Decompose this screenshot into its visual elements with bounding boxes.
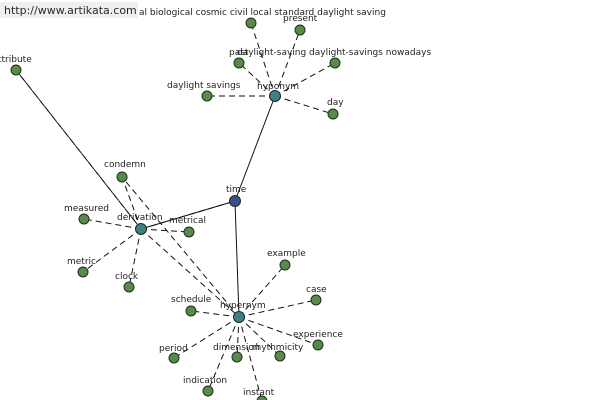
center-time-label: time	[226, 185, 247, 195]
edges-layer	[15, 22, 336, 400]
leaf-metrical-label: metrical	[169, 216, 206, 226]
hub-hyponym-label: hyponym	[257, 82, 299, 92]
hub-hyponym-node[interactable]	[269, 90, 281, 102]
url-background	[0, 2, 138, 18]
leaf-period-label: period	[159, 344, 188, 354]
edge-hypernym-dimension	[236, 316, 240, 358]
edge-hypernym-condemn	[121, 176, 240, 318]
edge-hypernym-indication	[207, 316, 240, 392]
edge-hypernym-case	[238, 299, 317, 318]
leaf-clock-label: clock	[115, 272, 139, 282]
leaf-dimension-label: dimension	[213, 343, 260, 353]
leaf-present-label: present	[283, 14, 318, 24]
center-time-node[interactable]	[229, 195, 241, 207]
leaf-attribute-label: ttribute	[0, 55, 32, 65]
edge-hyponym-biological	[250, 22, 276, 97]
edge-hyponym-past	[238, 62, 276, 97]
leaf-metric-label: metric	[67, 257, 96, 267]
leaf-experience-node[interactable]	[312, 339, 324, 351]
leaf-measured-node[interactable]	[78, 213, 90, 225]
leaf-period-node[interactable]	[168, 352, 180, 364]
hub-hypernym-node[interactable]	[233, 311, 245, 323]
leaf-past-node[interactable]	[233, 57, 245, 69]
edge-hypernym-instant	[238, 316, 263, 400]
leaf-day-label: day	[327, 98, 344, 108]
leaf-case-label: case	[306, 285, 327, 295]
leaf-example-node[interactable]	[279, 259, 291, 271]
leaf-example-label: example	[267, 249, 306, 259]
leaf-biological-node[interactable]	[245, 17, 257, 29]
edge-derivation-metrical	[140, 228, 190, 233]
edge-derivation-hypernym	[140, 228, 240, 318]
leaf-case-node[interactable]	[310, 294, 322, 306]
edge-hypernym-period	[173, 316, 240, 359]
leaf-measured-label: measured	[64, 204, 109, 214]
edge-hyponym-daylight-saving	[274, 62, 336, 97]
leaf-metric-node[interactable]	[77, 266, 89, 278]
header-bar: http://www.artikata.com al biological co…	[0, 2, 386, 18]
leaf-daylight-saving-label: daylight-saving daylight-savings nowaday…	[237, 48, 431, 58]
edge-hypernym-example	[238, 264, 286, 318]
edge-derivation-metric	[82, 228, 142, 273]
edge-derivation-time	[140, 200, 236, 230]
site-url-link[interactable]: http://www.artikata.com	[4, 4, 137, 17]
edge-hypernym-experience	[238, 316, 319, 346]
leaf-schedule-label: schedule	[171, 295, 212, 305]
hub-derivation-node[interactable]	[135, 223, 147, 235]
leaf-day-node[interactable]	[327, 108, 339, 120]
edge-hyponym-day	[274, 95, 334, 115]
leaf-metrical-node[interactable]	[183, 226, 195, 238]
leaf-instant-node[interactable]	[256, 395, 268, 400]
leaf-daylight-savings-label: daylight savings	[167, 81, 241, 91]
edge-attribute-derivation	[15, 69, 142, 230]
leaf-instant-label: instant	[243, 388, 275, 398]
leaf-rhythmicity-node[interactable]	[274, 350, 286, 362]
top-label-text: al biological cosmic civil local standar…	[139, 8, 386, 18]
edge-time-hyponym	[234, 95, 276, 202]
leaf-daylight-saving-node[interactable]	[329, 57, 341, 69]
leaf-rhythmicity-label: rhythmicity	[252, 343, 304, 353]
leaf-indication-label: indication	[183, 376, 227, 386]
leaf-dimension-node[interactable]	[231, 351, 243, 363]
hub-derivation-label: derivation	[117, 213, 163, 223]
leaf-attribute-node[interactable]	[10, 64, 22, 76]
edge-hyponym-present	[274, 29, 301, 97]
leaf-past-label: past	[229, 48, 249, 58]
leaf-experience-label: experience	[293, 330, 343, 340]
leaf-present-node[interactable]	[294, 24, 306, 36]
leaf-clock-node[interactable]	[123, 281, 135, 293]
edge-hypernym-schedule	[190, 310, 240, 318]
leaf-daylight-savings-node[interactable]	[201, 90, 213, 102]
leaf-schedule-node[interactable]	[185, 305, 197, 317]
edge-time-hypernym	[234, 200, 240, 318]
leaf-condemn-node[interactable]	[116, 171, 128, 183]
leaf-indication-node[interactable]	[202, 385, 214, 397]
hub-hypernym-label: hypernym	[220, 301, 266, 311]
leaf-condemn-label: condemn	[104, 160, 146, 170]
